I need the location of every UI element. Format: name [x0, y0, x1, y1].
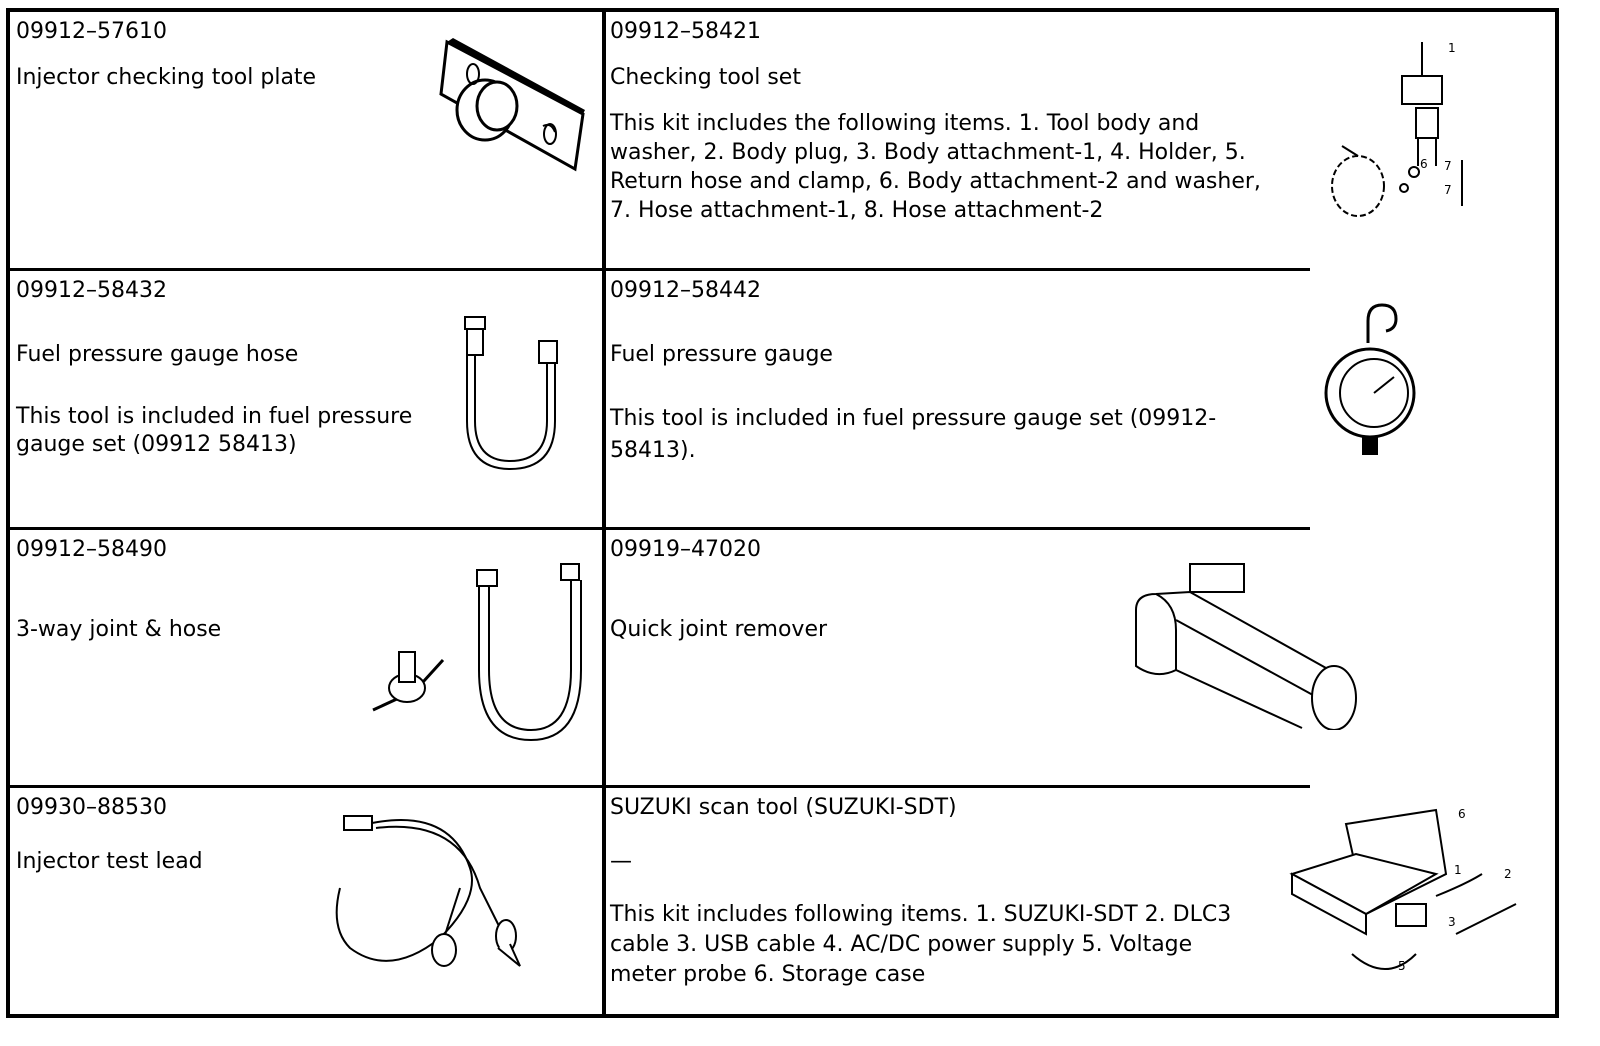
tool-cell-09912-57610: 09912–57610 Injector checking tool plate: [10, 12, 602, 268]
callout-label: 6: [1458, 807, 1466, 821]
callout-label: 1: [1448, 41, 1456, 55]
callout-label: 1: [1454, 863, 1462, 877]
tool-note: This tool is included in fuel pressure g…: [610, 406, 1217, 463]
tool-cell-09912-58432: 09912–58432 Fuel pressure gauge hose Thi…: [10, 271, 602, 527]
tool-name: Fuel pressure gauge hose: [16, 342, 299, 367]
gauge-hose-illustration: [455, 311, 565, 471]
tool-name: 3-way joint & hose: [16, 617, 222, 642]
tool-cell-09912-58421: 09912–58421 Checking tool set This kit i…: [606, 12, 1559, 268]
tool-name: Checking tool set: [610, 65, 801, 90]
tool-name: Fuel pressure gauge: [610, 342, 833, 367]
callout-label: 7: [1444, 159, 1452, 173]
callout-label: 3: [1448, 915, 1456, 929]
part-number: SUZUKI scan tool (SUZUKI-SDT): [610, 795, 957, 820]
part-number: 09912–57610: [16, 19, 167, 44]
tool-name: Injector test lead: [16, 849, 203, 874]
tool-cell-09919-47020: 09919–47020 Quick joint remover: [606, 530, 1559, 785]
row-divider: [10, 527, 1310, 530]
part-number: 09912–58442: [610, 278, 761, 303]
tool-cell-09930-88530: 09930–88530 Injector test lead: [10, 788, 602, 1014]
part-number: 09919–47020: [610, 537, 761, 562]
part-number: 09912–58490: [16, 537, 167, 562]
pressure-gauge-illustration: [1318, 299, 1428, 455]
quick-joint-remover-illustration: [1126, 550, 1366, 730]
injector-plate-illustration: [435, 38, 585, 174]
part-number: 09912–58421: [610, 19, 761, 44]
checking-tool-set-illustration: 1 6 7 7: [1322, 41, 1492, 226]
special-tools-table: 09912–57610 Injector checking tool plate…: [6, 8, 1559, 1018]
tool-cell-09912-58490: 09912–58490 3-way joint & hose: [10, 530, 602, 785]
callout-label: 5: [1398, 959, 1406, 973]
tool-cell-suzuki-sdt: SUZUKI scan tool (SUZUKI-SDT) — This kit…: [606, 788, 1559, 1014]
part-number: 09912–58432: [16, 278, 167, 303]
part-number: 09930–88530: [16, 795, 167, 820]
scan-tool-kit-illustration: 6 1 2 3 5: [1286, 807, 1548, 973]
tool-note: This kit includes the following items. 1…: [610, 111, 1261, 223]
callout-label: 6: [1420, 157, 1428, 171]
test-lead-illustration: [330, 808, 540, 978]
row-divider: [10, 268, 1310, 271]
tool-name: —: [610, 849, 632, 874]
column-divider: [602, 12, 606, 1014]
tool-name: Quick joint remover: [610, 617, 828, 642]
callout-label: 7: [1444, 183, 1452, 197]
tool-name: Injector checking tool plate: [16, 65, 317, 90]
row-divider: [10, 785, 1310, 788]
tool-cell-09912-58442: 09912–58442 Fuel pressure gauge This too…: [606, 271, 1559, 527]
tool-note: This tool is included in fuel pressure g…: [16, 404, 413, 457]
tool-note: This kit includes following items. 1. SU…: [610, 902, 1232, 987]
three-way-joint-illustration: [365, 560, 590, 750]
callout-label: 2: [1504, 867, 1512, 881]
